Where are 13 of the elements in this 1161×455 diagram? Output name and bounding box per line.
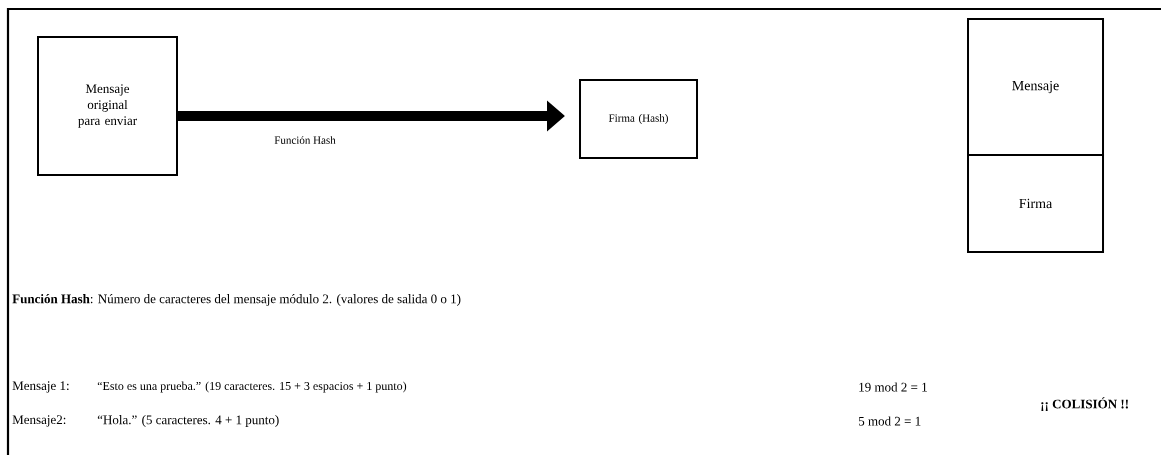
- box: Firma (Hash): [579, 79, 698, 159]
- label: ¡¡ COLISIÓN !!: [1041, 397, 1128, 411]
- label: Función Hash: Número de caracteres del mensaje módulo 2. (valores de salida 0 o 1): [12, 294, 461, 306]
- box: Mensaje: [967, 18, 1104, 156]
- label: Mensaje2:: [12, 415, 66, 427]
- label: “Esto es una prueba.” (19 caracteres. 15 + 3 espacios + 1 punto): [97, 381, 407, 393]
- label: Mensaje 1:: [12, 381, 69, 393]
- box: Mensaje original para enviar: [37, 36, 178, 176]
- label: 19 mod 2 = 1: [859, 382, 927, 392]
- box: Firma: [967, 154, 1104, 253]
- label: 5 mod 2 = 1: [858, 416, 921, 426]
- label: “Hola.” (5 caracteres. 4 + 1 punto): [97, 415, 279, 427]
- edge-label: Función Hash: [273, 135, 337, 145]
